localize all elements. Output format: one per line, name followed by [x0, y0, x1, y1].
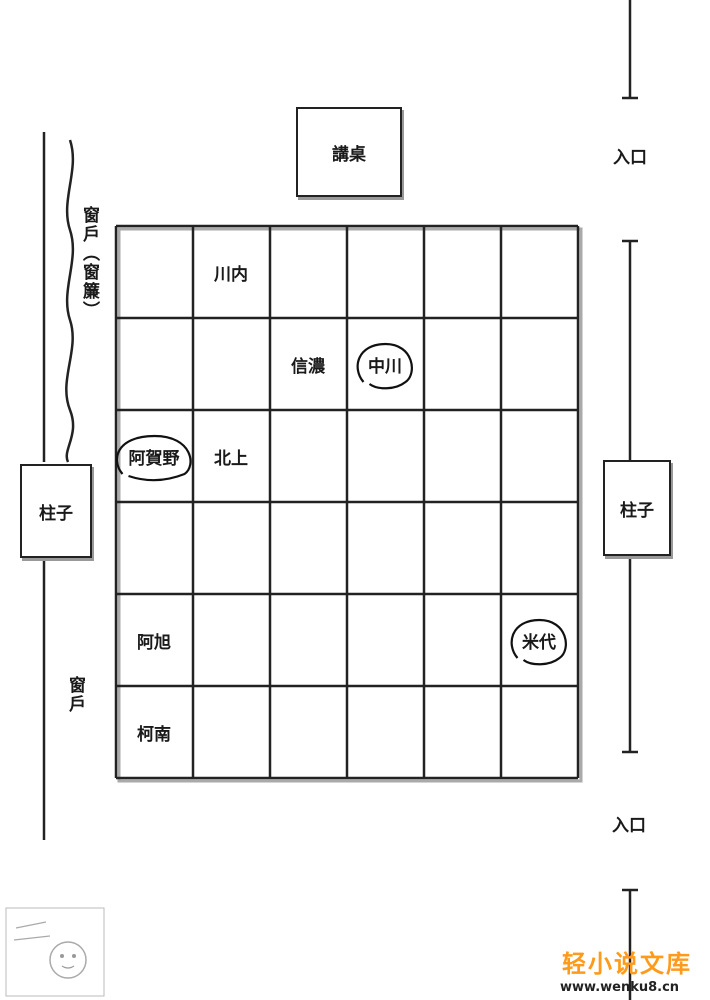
grid-shadow: [117, 227, 583, 783]
window-label: 窗戶: [65, 676, 85, 714]
pillar-right-label: 柱子: [620, 500, 654, 521]
seat-label: 米代: [522, 632, 556, 653]
podium: 講桌: [296, 107, 402, 197]
circle-mark: [356, 342, 413, 390]
watermark-site: 轻小说文库: [562, 950, 692, 978]
seat-label: 柯南: [137, 724, 171, 745]
watermark-url: www.wenku8.cn: [560, 980, 680, 995]
seat-label: 阿賀野: [128, 448, 180, 469]
logo-icon: [5, 907, 105, 997]
seat-label: 中川: [368, 356, 402, 377]
pillar-right: 柱子: [603, 460, 671, 556]
curtain-icon: [65, 139, 75, 463]
podium-label: 講桌: [332, 144, 366, 165]
seat-label: 北上: [214, 448, 248, 469]
entrance-bottom: 入口: [612, 816, 646, 836]
seat-label: 川内: [214, 264, 248, 285]
pillar-left: 柱子: [20, 464, 92, 558]
seat-label: 阿旭: [137, 632, 171, 653]
circle-mark: [115, 434, 192, 482]
pillar-left-label: 柱子: [39, 503, 73, 524]
entrance-top: 入口: [613, 148, 647, 168]
circle-mark: [510, 618, 567, 666]
window-curtain-label: 窗戶（窗簾）: [79, 206, 99, 320]
seat-label: 信濃: [291, 356, 325, 377]
